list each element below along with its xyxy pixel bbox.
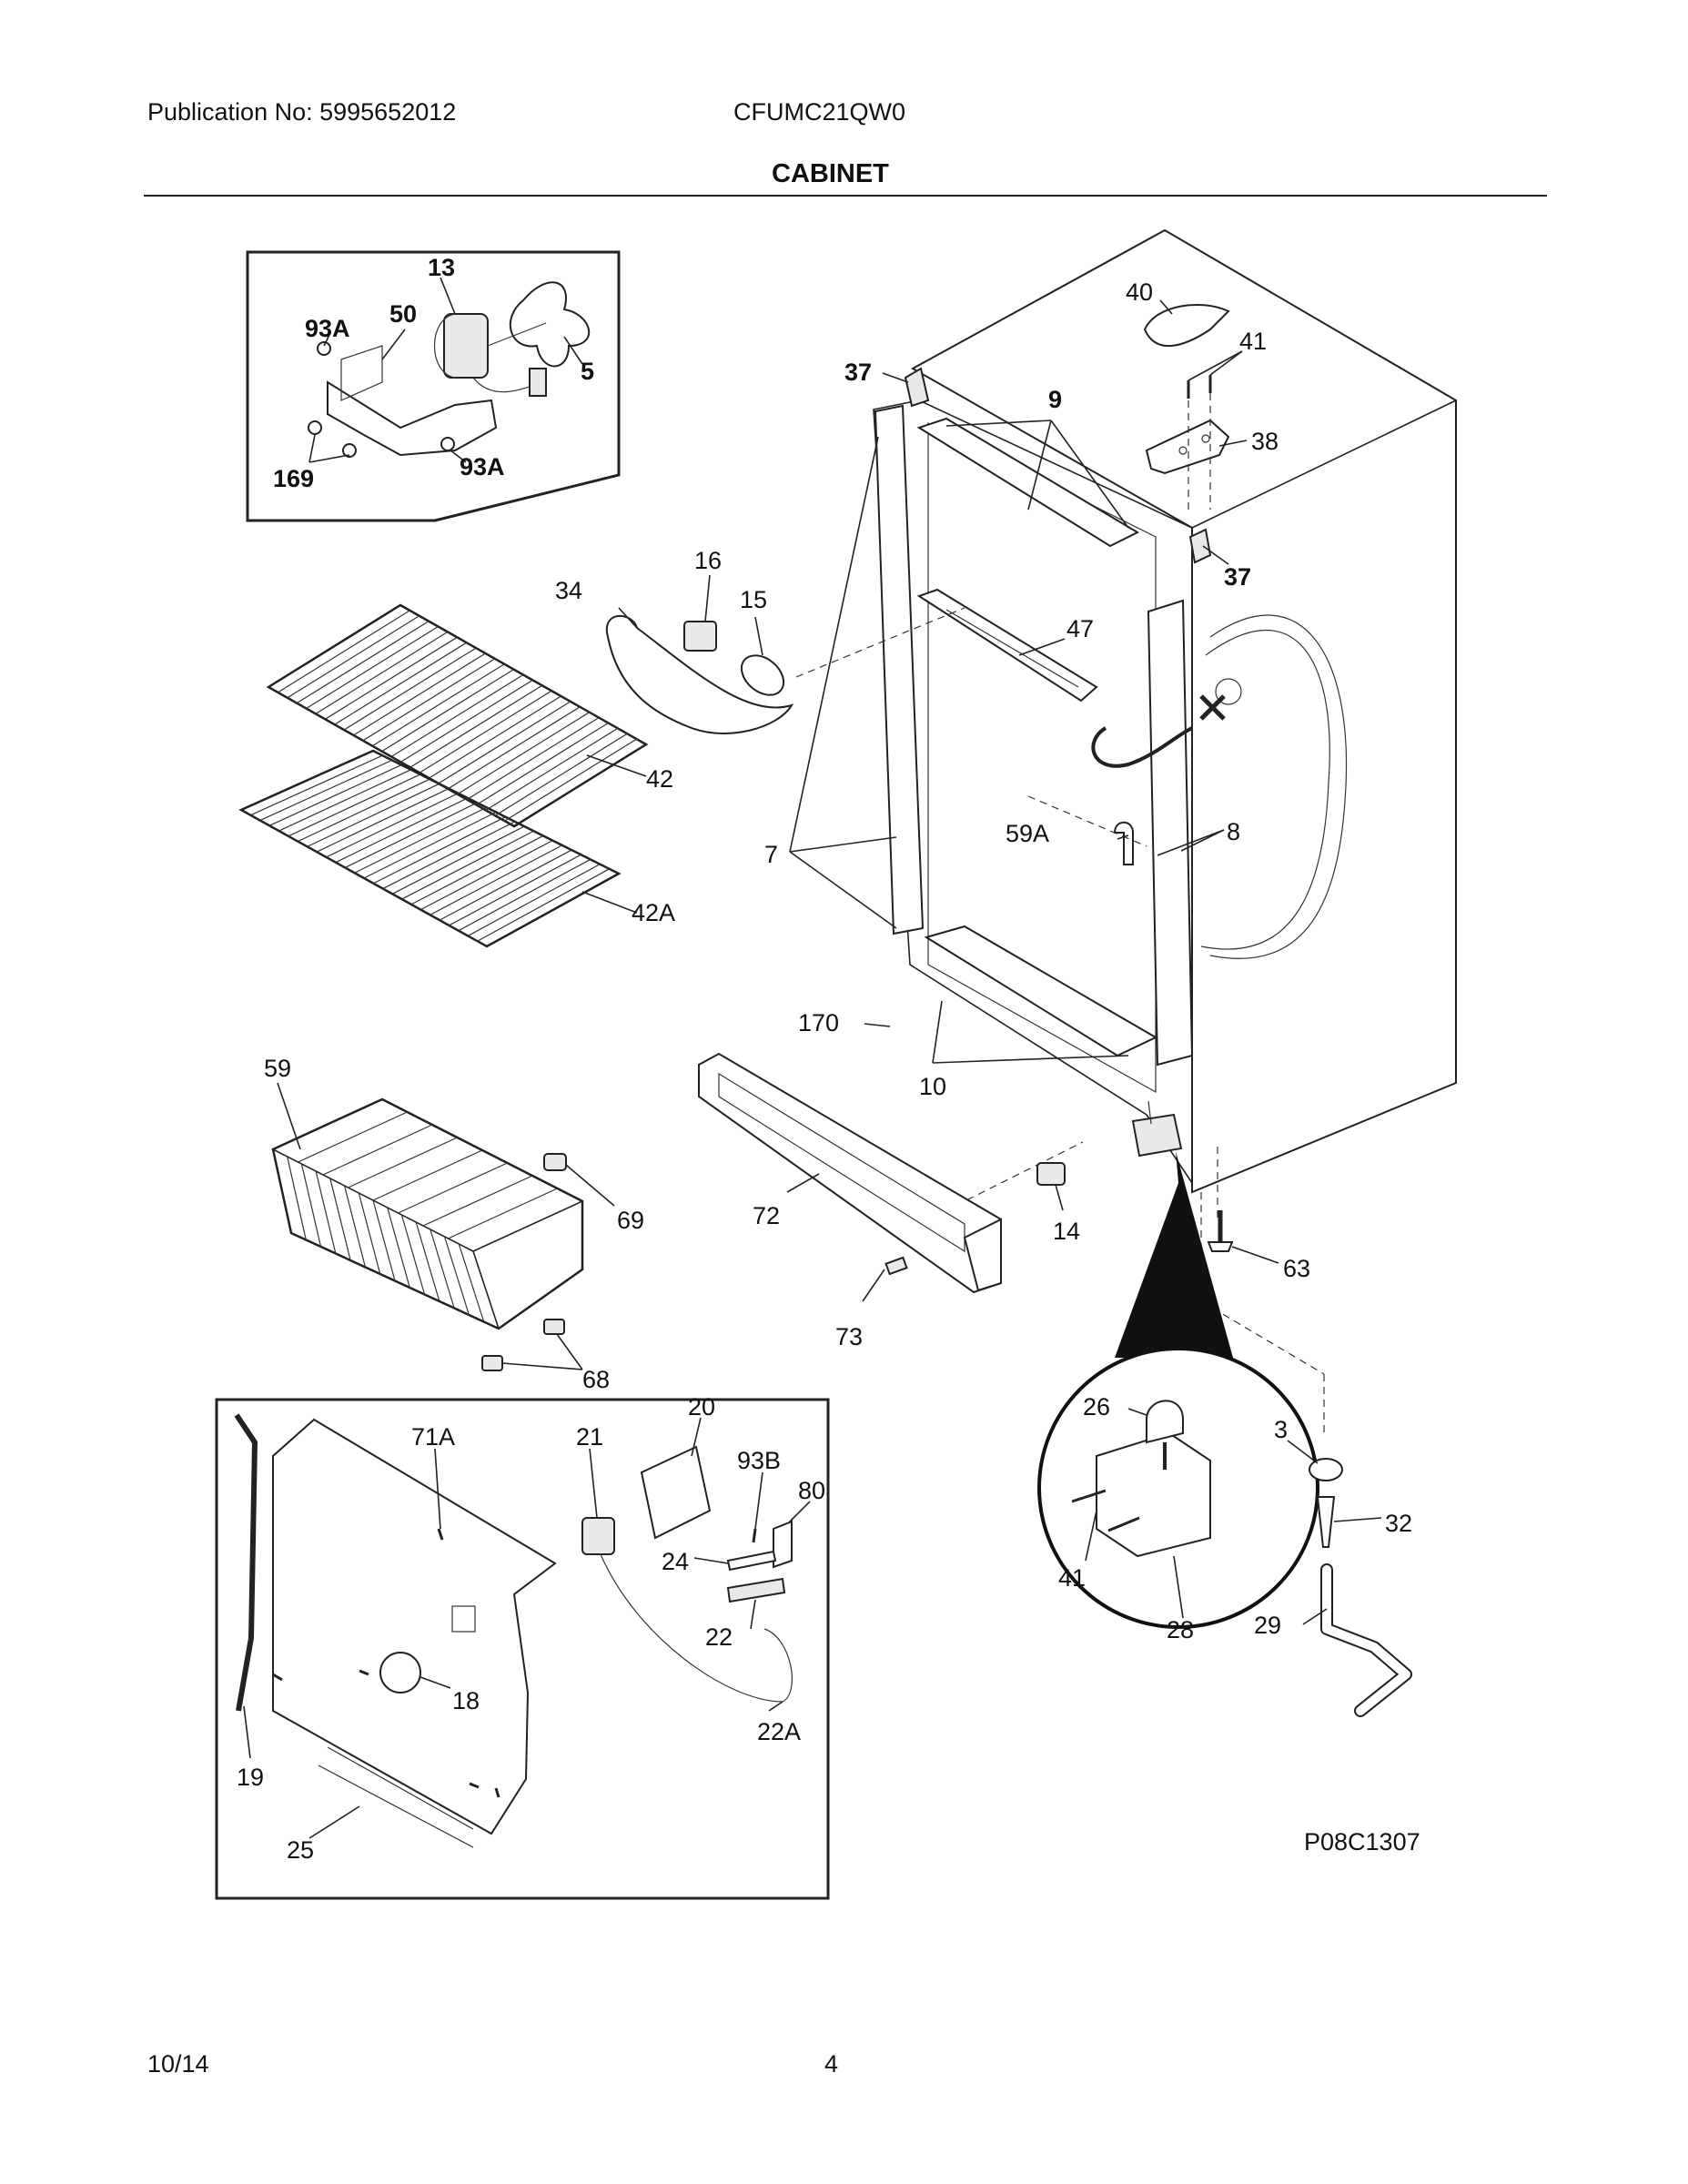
callout-93A-lower: 93A: [460, 453, 505, 480]
callout-labels: 13 93A 50 5 169 93A 40 41 37 9 38 37 16 …: [237, 254, 1420, 1864]
callout-32: 32: [1385, 1510, 1412, 1537]
callout-59: 59: [264, 1055, 291, 1082]
callout-41-detail: 41: [1058, 1564, 1086, 1592]
callout-5: 5: [581, 358, 594, 385]
model-number: CFUMC21QW0: [733, 98, 906, 126]
callout-59A: 59A: [1006, 820, 1049, 847]
callout-37-right: 37: [1224, 563, 1251, 591]
toe-grille: [698, 1052, 1002, 1302]
cabinet-body: [789, 228, 1457, 1438]
callout-73: 73: [835, 1323, 863, 1350]
callout-170: 170: [798, 1009, 839, 1036]
callout-29: 29: [1254, 1612, 1281, 1639]
fan-motor-inset: [246, 250, 621, 522]
callout-28: 28: [1167, 1616, 1194, 1643]
callout-72: 72: [753, 1202, 780, 1229]
callout-20: 20: [688, 1393, 715, 1421]
callout-169: 169: [273, 465, 314, 492]
callout-15: 15: [740, 586, 767, 613]
callout-24: 24: [662, 1548, 689, 1575]
callout-71A: 71A: [411, 1423, 455, 1451]
switch-and-leveler: [1036, 1162, 1279, 1264]
callout-9: 9: [1048, 386, 1062, 413]
callout-19: 19: [237, 1764, 264, 1791]
door-stop-parts: [1287, 1440, 1412, 1717]
callout-25: 25: [287, 1836, 314, 1864]
callout-42A: 42A: [632, 899, 675, 926]
callout-93B: 93B: [737, 1447, 781, 1474]
callout-68: 68: [582, 1366, 610, 1393]
footer-date: 10/14: [147, 2050, 209, 2078]
callout-69: 69: [617, 1207, 644, 1234]
callout-50: 50: [389, 300, 417, 328]
callout-18: 18: [452, 1687, 480, 1714]
callout-38: 38: [1251, 428, 1279, 455]
callout-22A: 22A: [757, 1718, 801, 1745]
callout-41-top: 41: [1239, 328, 1267, 355]
callout-13: 13: [428, 254, 455, 281]
callout-3: 3: [1274, 1416, 1288, 1443]
callout-8: 8: [1227, 818, 1240, 845]
wire-shelves: [238, 603, 649, 948]
header-rule: [144, 195, 1547, 197]
callout-10: 10: [919, 1073, 946, 1100]
callout-63: 63: [1283, 1255, 1310, 1282]
section-title: CABINET: [772, 159, 889, 188]
callout-26: 26: [1083, 1393, 1110, 1421]
callout-7: 7: [764, 841, 778, 868]
callout-34: 34: [555, 577, 582, 604]
callout-40: 40: [1126, 278, 1153, 306]
callout-21: 21: [576, 1423, 603, 1451]
light-assembly: [605, 574, 794, 734]
diagram-code: P08C1307: [1304, 1828, 1420, 1855]
callout-14: 14: [1053, 1218, 1080, 1245]
page-number: 4: [824, 2050, 839, 2078]
callout-16: 16: [694, 547, 722, 574]
basket: [271, 1082, 615, 1371]
callout-42: 42: [646, 765, 673, 793]
callout-37-top: 37: [844, 359, 872, 386]
callout-22: 22: [705, 1623, 733, 1651]
callout-80: 80: [798, 1477, 825, 1504]
publication-number: Publication No: 5995652012: [147, 98, 457, 126]
callout-47: 47: [1066, 615, 1094, 642]
callout-93A-upper: 93A: [305, 315, 350, 342]
lower-hinge-detail: [1037, 1151, 1319, 1629]
drain-inset: [215, 1398, 830, 1900]
